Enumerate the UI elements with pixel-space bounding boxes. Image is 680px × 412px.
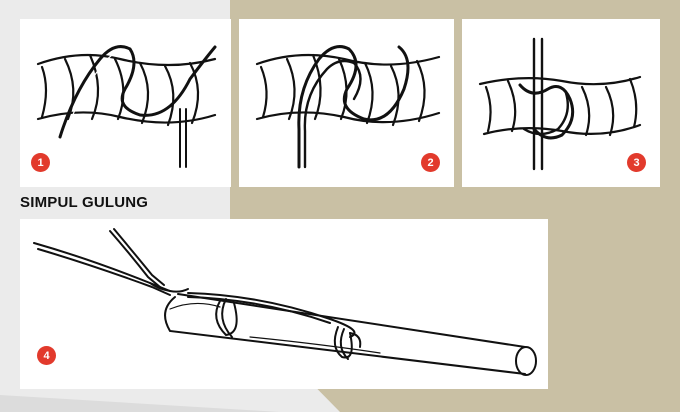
step-3-illustration [478, 37, 642, 171]
step-1-illustration [36, 45, 217, 168]
step-2-panel: 2 [239, 19, 454, 187]
step-1-panel: 1 [20, 19, 231, 187]
step-4-illustration [33, 228, 537, 376]
step-3-badge: 3 [627, 153, 646, 172]
diagram-title: SIMPUL GULUNG [20, 194, 149, 211]
step-1-badge: 1 [31, 153, 50, 172]
step-2-badge: 2 [421, 153, 440, 172]
step-4-panel: 4 [20, 219, 548, 389]
step-3-panel: 3 [462, 19, 660, 187]
step-4-badge: 4 [37, 346, 56, 365]
step-2-illustration [255, 45, 441, 169]
